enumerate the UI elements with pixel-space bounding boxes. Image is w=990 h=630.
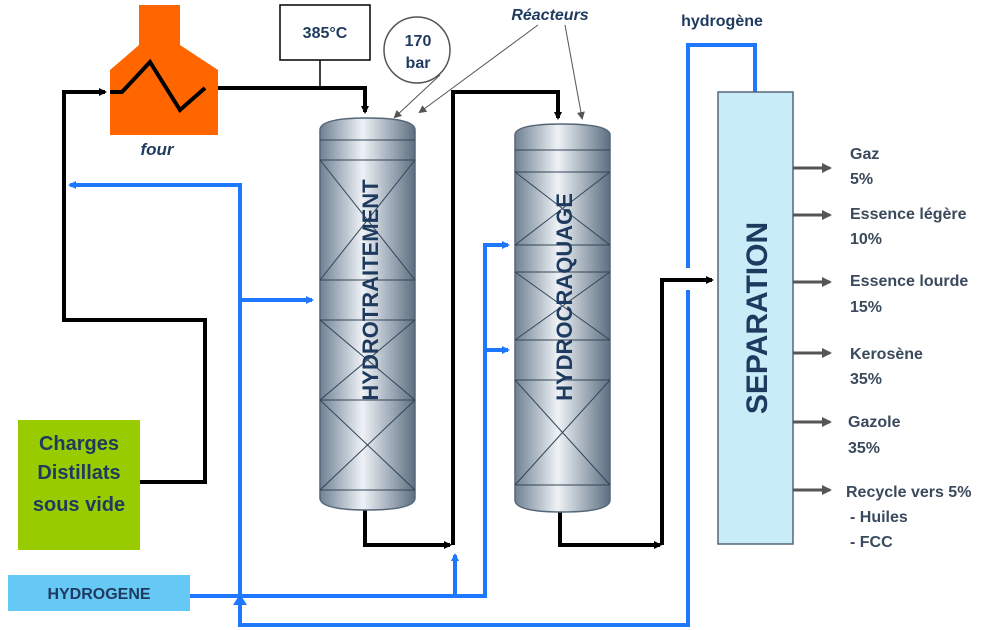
output-essence-legere-pct: 10% <box>850 231 882 248</box>
furnace-body <box>110 5 218 135</box>
reactors-pointer-2 <box>564 24 585 120</box>
hydrogen-arrow-up <box>233 594 247 605</box>
reactors-label: Réacteurs <box>511 7 588 24</box>
temperature-box <box>279 4 371 61</box>
furnace-coil <box>110 58 207 114</box>
hydrogen-top-label: hydrogène <box>681 13 763 30</box>
process-lines <box>62 86 714 549</box>
output-gazole-pct: 35% <box>848 440 880 457</box>
reactor2-label: HYDROCRAQUAGE <box>552 193 577 401</box>
feed-line3: sous vide <box>33 494 125 516</box>
pressure-pointer <box>393 74 441 119</box>
separation-column <box>717 91 794 545</box>
separation-label: SEPARATION <box>741 222 774 414</box>
reactor-hydrocraquage <box>514 123 611 513</box>
output-gazole-name: Gazole <box>848 414 901 431</box>
output-recycle-name: Recycle vers 5% <box>846 484 971 501</box>
output-gaz-name: Gaz <box>850 146 879 163</box>
reactor-hydrotraitement <box>319 117 416 511</box>
reactor1-label: HYDROTRAITEMENT <box>358 179 383 401</box>
output-kerosene-pct: 35% <box>850 371 882 388</box>
furnace <box>110 5 218 135</box>
pressure-unit: bar <box>406 55 431 72</box>
feed-line2: Distillats <box>37 462 120 484</box>
feed-box <box>18 420 140 550</box>
hydrogen-lines <box>68 43 757 627</box>
output-essence-legere-name: Essence légère <box>850 206 967 223</box>
output-essence-lourde-pct: 15% <box>850 299 882 316</box>
furnace-label: four <box>140 140 174 159</box>
hydrogen-box <box>8 575 190 611</box>
temperature-label: 385°C <box>303 25 348 42</box>
output-essence-lourde-name: Essence lourde <box>850 273 968 290</box>
pressure-value: 170 <box>405 33 432 50</box>
feed-line1: Charges <box>39 433 119 455</box>
output-arrows <box>793 163 832 495</box>
output-kerosene-name: Kerosène <box>850 346 923 363</box>
pressure-circle <box>383 16 451 84</box>
reactors-pointer-1 <box>418 24 539 114</box>
output-recycle-sub2: - FCC <box>850 534 893 551</box>
output-recycle-sub1: - Huiles <box>850 509 908 526</box>
output-gaz-pct: 5% <box>850 171 873 188</box>
hydrogen-box-label: HYDROGENE <box>47 586 150 603</box>
